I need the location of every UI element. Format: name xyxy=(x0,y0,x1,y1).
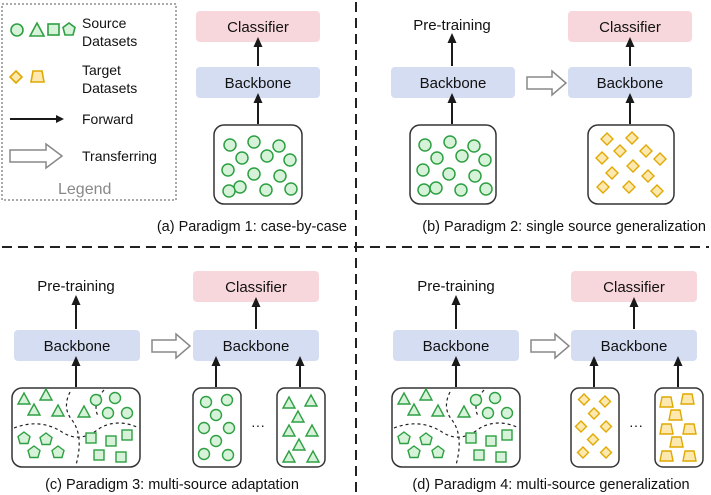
legend-source-line1: Source xyxy=(82,15,127,31)
legend-box xyxy=(1,3,177,201)
classifier-label: Classifier xyxy=(227,19,289,36)
source-triangles xyxy=(16,387,92,418)
source-subset-box-triangles xyxy=(276,387,326,468)
transfer-arrow xyxy=(151,332,192,360)
classifier-box xyxy=(571,271,697,302)
classifier-label: Classifier xyxy=(599,19,661,36)
classifier-box xyxy=(196,11,320,42)
panel-paradigm-4: Pre-training Backbone xyxy=(391,271,704,493)
backbone-box xyxy=(393,330,519,361)
backbone-box xyxy=(196,67,320,98)
source-squares xyxy=(465,429,513,463)
backbone-box xyxy=(571,330,697,361)
classifier-box xyxy=(193,271,319,302)
subset-triangles xyxy=(281,393,321,463)
panel-paradigm-2: Pre-training Backbone Classifier Backbon… xyxy=(391,11,706,235)
transfer-arrow-icon xyxy=(9,142,64,170)
ellipsis: ··· xyxy=(629,417,643,433)
legend-transferring-label: Transferring xyxy=(82,148,157,164)
backbone-label: Backbone xyxy=(223,338,290,355)
legend-source-line2: Datasets xyxy=(82,33,137,49)
classifier-label: Classifier xyxy=(603,279,665,296)
backbone-box xyxy=(14,330,140,361)
caption-paradigm-4: (d) Paradigm 4: multi-source generalizat… xyxy=(412,477,689,493)
backbone-box xyxy=(193,330,319,361)
source-circles xyxy=(469,391,514,420)
legend: Source Datasets Target Datasets Forward … xyxy=(1,3,177,201)
legend-title: Legend xyxy=(58,181,111,198)
target-subset-box-trapezoids xyxy=(654,387,704,468)
ellipsis: ··· xyxy=(251,417,265,433)
caption-paradigm-2: (b) Paradigm 2: single source generaliza… xyxy=(422,219,706,235)
pretraining-label: Pre-training xyxy=(413,17,491,34)
backbone-label: Backbone xyxy=(44,338,111,355)
target-diamonds xyxy=(595,131,667,198)
legend-target-line1: Target xyxy=(82,62,121,78)
panel-paradigm-3: Pre-training Backbone xyxy=(11,271,326,493)
legend-forward-label: Forward xyxy=(82,111,133,127)
subset-circles xyxy=(197,393,236,462)
source-shapes-icon xyxy=(10,21,76,37)
backbone-label: Backbone xyxy=(601,338,668,355)
classifier-box xyxy=(568,11,692,42)
legend-target-line2: Datasets xyxy=(82,80,137,96)
domain-boundaries xyxy=(13,389,140,466)
pretraining-label: Pre-training xyxy=(417,278,495,295)
target-shapes-icon xyxy=(8,69,45,85)
source-circles xyxy=(89,391,134,420)
subset-trapezoids xyxy=(659,393,697,462)
backbone-box xyxy=(391,67,515,98)
source-pentagons xyxy=(17,431,65,459)
transfer-arrow xyxy=(526,69,568,97)
transfer-arrow xyxy=(530,332,571,360)
classifier-label: Classifier xyxy=(225,279,287,296)
caption-paradigm-1: (a) Paradigm 1: case-by-case xyxy=(157,219,347,235)
backbone-label: Backbone xyxy=(423,338,490,355)
backbone-label: Backbone xyxy=(225,75,292,92)
panel-paradigm-1: Classifier Backbone (a) Paradigm 1: case… xyxy=(157,11,347,235)
backbone-box xyxy=(568,67,692,98)
source-circles xyxy=(416,135,493,197)
source-triangles xyxy=(396,387,472,418)
source-squares xyxy=(85,429,133,463)
source-circles xyxy=(221,135,298,198)
source-pentagons xyxy=(397,431,445,459)
pretraining-label: Pre-training xyxy=(37,278,115,295)
caption-paradigm-3: (c) Paradigm 3: multi-source adaptation xyxy=(45,477,299,493)
backbone-label: Backbone xyxy=(420,75,487,92)
subset-diamonds xyxy=(574,393,613,459)
backbone-label: Backbone xyxy=(597,75,664,92)
domain-boundaries xyxy=(393,389,520,466)
